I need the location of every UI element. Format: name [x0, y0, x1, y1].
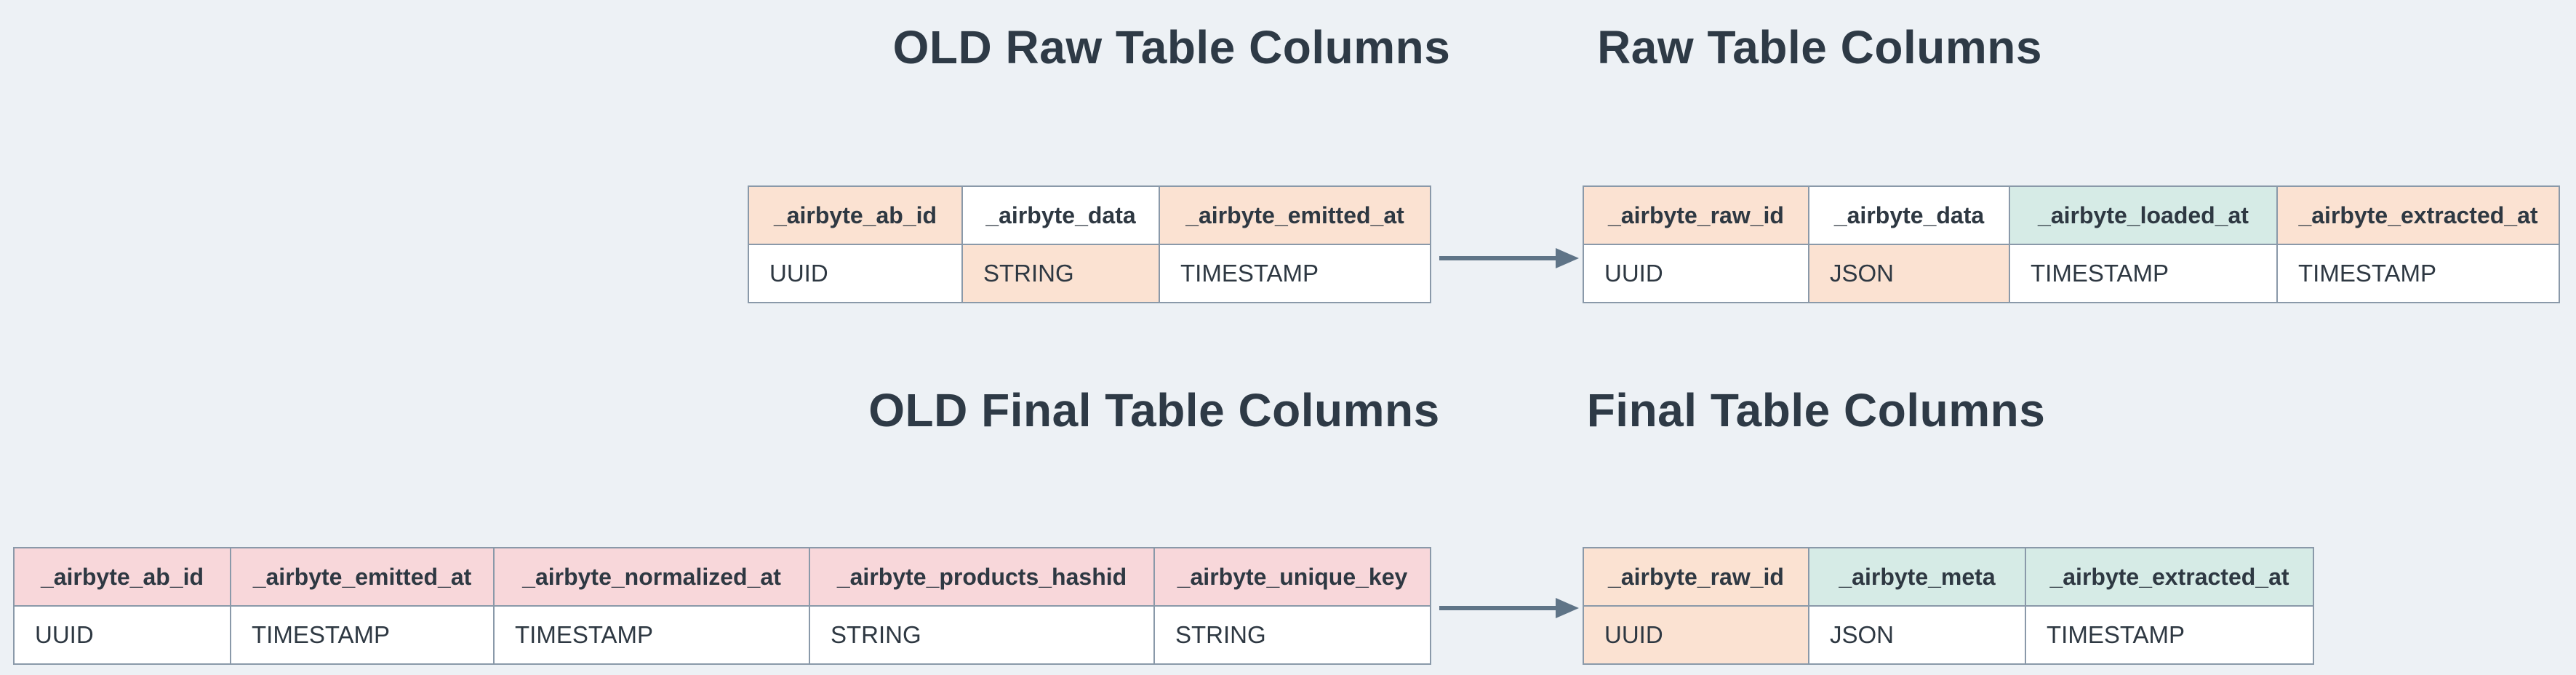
- column-type-cell: UUID: [1584, 245, 1809, 303]
- column-header-cell: _airbyte_emitted_at: [231, 548, 495, 607]
- final-table-title: Final Table Columns: [1586, 384, 2046, 436]
- column-type-cell: TIMESTAMP: [231, 607, 495, 665]
- raw-table-title: Raw Table Columns: [1597, 21, 2042, 73]
- column-header-cell: _airbyte_products_hashid: [810, 548, 1155, 607]
- raw-table: _airbyte_raw_id_airbyte_data_airbyte_loa…: [1583, 185, 2560, 303]
- column-type-cell: TIMESTAMP: [495, 607, 810, 665]
- column-header-cell: _airbyte_raw_id: [1584, 548, 1809, 607]
- column-header-cell: _airbyte_ab_id: [15, 548, 231, 607]
- column-header-cell: _airbyte_unique_key: [1155, 548, 1431, 607]
- column-type-cell: UUID: [1584, 607, 1809, 665]
- final-migration-arrow-icon: [1439, 598, 1579, 618]
- old-final-table-title: OLD Final Table Columns: [868, 384, 1440, 436]
- column-header-cell: _airbyte_extracted_at: [2026, 548, 2314, 607]
- column-header-cell: _airbyte_extracted_at: [2278, 187, 2560, 245]
- column-header-cell: _airbyte_meta: [1809, 548, 2026, 607]
- column-header-cell: _airbyte_loaded_at: [2010, 187, 2278, 245]
- column-type-cell: TIMESTAMP: [2278, 245, 2560, 303]
- column-type-cell: UUID: [15, 607, 231, 665]
- old-raw-table-title: OLD Raw Table Columns: [892, 21, 1451, 73]
- column-header-cell: _airbyte_data: [963, 187, 1160, 245]
- column-type-cell: STRING: [810, 607, 1155, 665]
- final-table: _airbyte_raw_id_airbyte_meta_airbyte_ext…: [1583, 547, 2314, 665]
- column-type-cell: TIMESTAMP: [2026, 607, 2314, 665]
- column-header-cell: _airbyte_raw_id: [1584, 187, 1809, 245]
- column-header-cell: _airbyte_normalized_at: [495, 548, 810, 607]
- old-raw-table: _airbyte_ab_id_airbyte_data_airbyte_emit…: [748, 185, 1431, 303]
- column-type-cell: TIMESTAMP: [2010, 245, 2278, 303]
- old-final-table: _airbyte_ab_id_airbyte_emitted_at_airbyt…: [13, 547, 1431, 665]
- column-header-cell: _airbyte_emitted_at: [1160, 187, 1431, 245]
- raw-migration-arrow-icon: [1439, 248, 1579, 268]
- column-header-cell: _airbyte_data: [1809, 187, 2010, 245]
- column-type-cell: STRING: [1155, 607, 1431, 665]
- column-type-cell: JSON: [1809, 607, 2026, 665]
- column-type-cell: UUID: [749, 245, 963, 303]
- column-header-cell: _airbyte_ab_id: [749, 187, 963, 245]
- column-type-cell: JSON: [1809, 245, 2010, 303]
- column-type-cell: TIMESTAMP: [1160, 245, 1431, 303]
- column-type-cell: STRING: [963, 245, 1160, 303]
